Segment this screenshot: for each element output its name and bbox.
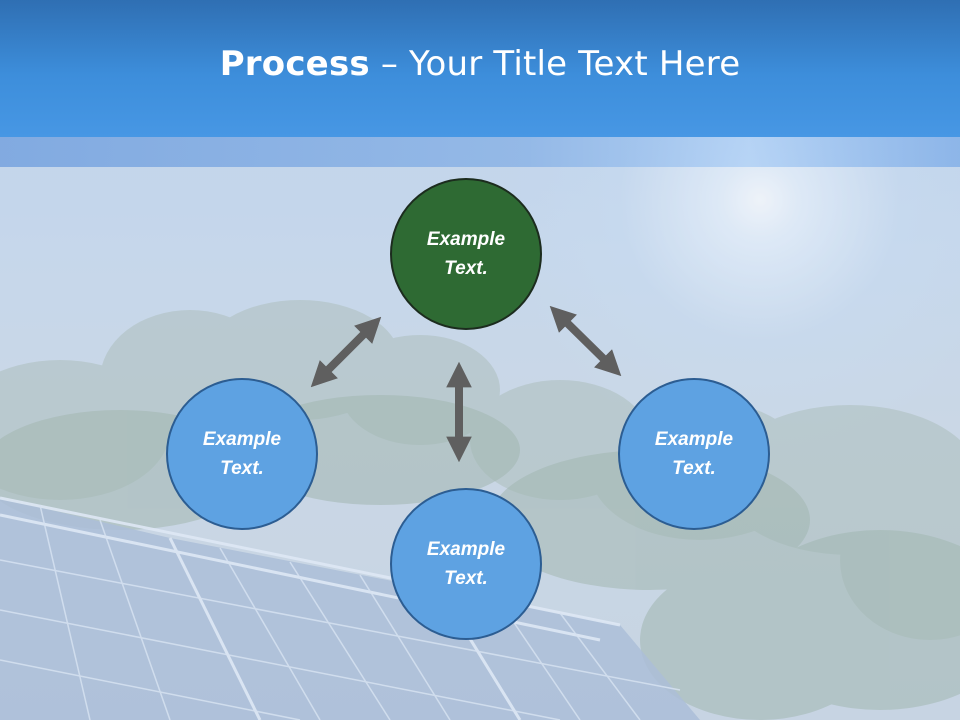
title-bold-part: Process [219, 43, 370, 84]
process-node-bottom[interactable]: Example Text. [390, 488, 542, 640]
process-node-top[interactable]: Example Text. [390, 178, 542, 330]
arrow-top-right [549, 305, 622, 377]
slide-title: Process – Your Title Text Here [220, 44, 741, 84]
title-rest-part: – Your Title Text Here [369, 43, 741, 84]
process-node-right[interactable]: Example Text. [618, 378, 770, 530]
arrow-left-top [310, 316, 382, 388]
title-underband [0, 137, 960, 167]
process-node-left[interactable]: Example Text. [166, 378, 318, 530]
node-label: Example Text. [426, 539, 506, 589]
node-label: Example Text. [426, 229, 506, 279]
title-bar: Process – Your Title Text Here [0, 0, 960, 137]
node-label: Example Text. [654, 429, 734, 479]
node-label: Example Text. [202, 429, 282, 479]
